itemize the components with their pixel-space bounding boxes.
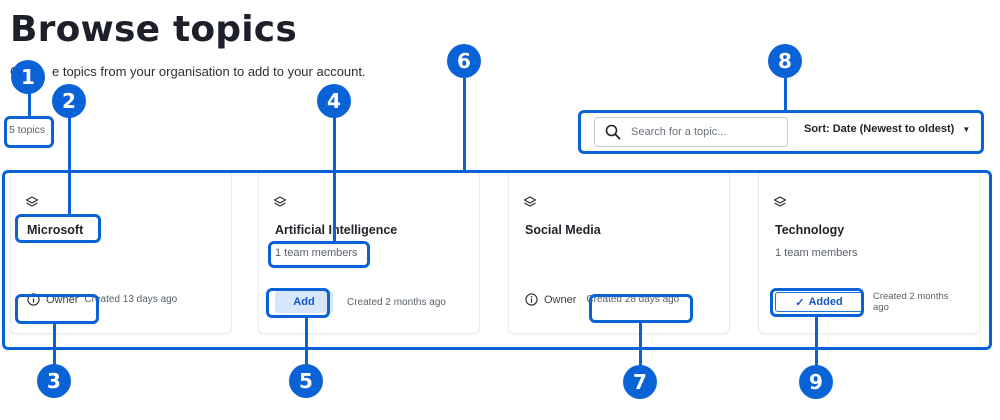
created-date: Created 13 days ago [84, 294, 178, 305]
connector-line [784, 78, 787, 112]
checkmark-icon: ✓ [795, 296, 805, 309]
annotation-badge-5: 5 [289, 364, 323, 398]
connector-line [815, 315, 818, 367]
highlight-cards [2, 170, 992, 350]
card-title: Artificial Intelligence [275, 223, 398, 237]
annotation-badge-1: 1 [11, 60, 45, 94]
created-date: Created 28 days ago [586, 294, 680, 305]
annotation-badge-2: 2 [52, 84, 86, 118]
topic-cards: Microsoft Owner Created 13 days ago Arti… [4, 170, 992, 350]
highlight-created-date [589, 294, 693, 323]
page-title: Browse topics [10, 9, 297, 50]
annotation-badge-8: 8 [768, 44, 802, 78]
highlight-add-button [266, 288, 330, 318]
info-icon [525, 293, 538, 306]
highlight-topic-count [4, 116, 54, 148]
created-date: Created 2 months ago [347, 296, 446, 308]
topic-card-technology[interactable]: Technology 1 team members ✓ Added Create… [758, 170, 980, 334]
connector-line [639, 321, 642, 367]
chevron-down-icon: ▼ [962, 124, 971, 134]
card-title: Microsoft [27, 223, 84, 237]
layers-icon [25, 196, 39, 207]
card-footer: ✓ Added Created 2 months ago [775, 291, 953, 313]
annotation-badge-6: 6 [447, 44, 481, 78]
page-subtitle: e topics from your organisation to add t… [52, 64, 366, 79]
highlight-card-title [15, 214, 101, 243]
connector-line [28, 92, 31, 118]
card-footer: Add Created 2 months ago [275, 291, 446, 313]
sort-dropdown[interactable]: Sort: Date (Newest to oldest) ▼ [804, 123, 970, 135]
connector-line [463, 78, 466, 172]
highlight-team-members [268, 241, 370, 268]
added-button[interactable]: ✓ Added [775, 292, 863, 312]
layers-icon [273, 196, 287, 207]
topic-card-microsoft[interactable]: Microsoft Owner Created 13 days ago [10, 170, 232, 334]
owner-label: Owner [544, 293, 577, 306]
search-box[interactable] [594, 117, 788, 147]
connector-line [305, 316, 308, 366]
annotation-badge-4: 4 [317, 84, 351, 118]
highlight-added-button [770, 288, 864, 317]
highlight-toolbar [578, 110, 984, 154]
annotation-badge-9: 9 [799, 365, 833, 399]
highlight-owner [15, 294, 99, 324]
layers-icon [523, 196, 537, 207]
toolbar: Sort: Date (Newest to oldest) ▼ [584, 113, 984, 151]
added-label: Added [808, 296, 843, 308]
sort-label: Sort: Date (Newest to oldest) [804, 123, 955, 135]
topic-count: 5 topics [9, 124, 46, 136]
topic-card-social-media[interactable]: Social Media Owner Created 28 days ago [508, 170, 730, 334]
layers-icon [773, 196, 787, 207]
connector-line [333, 116, 336, 243]
connector-line [53, 322, 56, 366]
search-input[interactable] [631, 126, 771, 138]
search-icon [605, 124, 621, 140]
created-date: Created 2 months ago [873, 291, 949, 313]
add-button[interactable]: Add [275, 291, 333, 313]
team-members-count: 1 team members [775, 247, 858, 259]
card-title: Social Media [525, 223, 601, 237]
team-members-count: 1 team members [275, 247, 358, 259]
card-title: Technology [775, 223, 845, 237]
topic-card-ai[interactable]: Artificial Intelligence 1 team members A… [258, 170, 480, 334]
card-footer: Owner Created 28 days ago [525, 293, 679, 306]
annotation-badge-7: 7 [623, 365, 657, 399]
annotation-badge-3: 3 [37, 364, 71, 398]
owner-badge: Owner [525, 293, 576, 306]
connector-line [68, 114, 71, 214]
